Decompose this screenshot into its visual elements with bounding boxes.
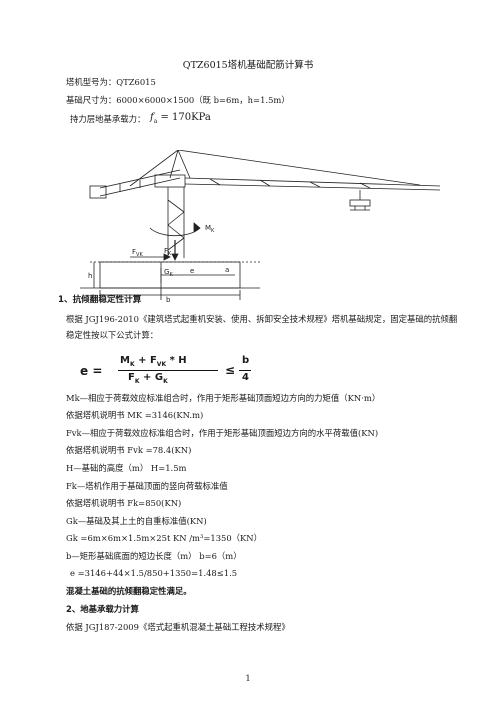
formula-numerator: MK + FVK * H	[120, 355, 187, 368]
tower-crane-diagram: MK FVK FK GK e a h b	[80, 150, 441, 304]
page-number: 1	[245, 673, 251, 683]
definition-line: Mk—相应于荷载效应标准组合时，作用于矩形基础顶面短边方向的力矩值（KN·m）	[66, 393, 381, 403]
definition-line: 依据塔机说明书 Fvk =78.4(KN)	[66, 445, 192, 455]
gk-label: GK	[164, 268, 173, 278]
fk-label: FK	[164, 247, 172, 257]
formula-leq: ≤	[225, 363, 236, 377]
section-1-intro-1: 根据 JGJ196-2010《建筑塔式起重机安装、使用、拆卸安全技术规程》塔机基…	[66, 314, 458, 324]
section-2-line: 依据 JGJ187-2009《塔式起重机混凝土基础工程技术规程》	[66, 622, 290, 632]
bearing-value: fa = 170KPa	[150, 112, 211, 125]
definition-line: 依据塔机说明书 MK =3146(KN.m)	[66, 410, 204, 420]
overturning-formula: e = MK + FVK * H FK + GK ≤ b 4	[80, 355, 270, 387]
section-1-conclusion: 混凝土基础的抗倾翻稳定性满足。	[66, 586, 192, 596]
section-2-heading: 2、地基承载力计算	[66, 604, 139, 614]
formula-denominator: FK + GK	[128, 372, 168, 385]
e-label: e	[190, 267, 194, 275]
formula-lhs: e =	[80, 364, 103, 378]
b-label: b	[166, 296, 171, 304]
formula-rhs-den: 4	[242, 372, 249, 383]
formula-fraction-line	[118, 370, 218, 371]
size-line: 基础尺寸为：6000×6000×1500（既 b=6m，h=1.5m）	[66, 95, 290, 105]
definition-line: Fvk—相应于荷载效应标准组合时，作用于矩形基础顶面短边方向的水平荷载值(KN)	[66, 428, 379, 438]
section-1-intro-2: 稳定性按以下公式计算：	[66, 330, 159, 340]
calculation-line: e =3146+44×1.5/850+1350=1.48≤1.5	[70, 568, 238, 578]
model-line: 塔机型号为：QTZ6015	[66, 77, 156, 87]
section-1-heading: 1、抗倾翻稳定性计算	[58, 295, 142, 305]
definition-line: Gk =6m×6m×1.5m×25t KN /m³=1350（KN）	[66, 533, 263, 543]
a-label: a	[225, 266, 229, 274]
bearing-label: 持力层地基承载力：	[70, 114, 146, 124]
definition-line: Gk—基础及其上土的自重标准值(KN)	[66, 516, 207, 526]
definition-line: Fk—塔机作用于基础顶面的竖向荷载标准值	[66, 481, 228, 491]
definition-line: 依据塔机说明书 Fk=850(KN)	[66, 498, 182, 508]
mk-label: MK	[205, 224, 215, 234]
formula-rhs-num: b	[242, 355, 250, 366]
definition-line: H—基础的高度（m） H=1.5m	[66, 463, 187, 473]
page-title: QTZ6015塔机基础配筋计算书	[182, 60, 314, 71]
formula-rhs-line	[239, 370, 251, 371]
definition-line: b—矩形基础底面的短边长度（m） b=6（m）	[66, 551, 242, 561]
h-label: h	[88, 272, 92, 280]
fvk-label: FVK	[132, 248, 143, 258]
